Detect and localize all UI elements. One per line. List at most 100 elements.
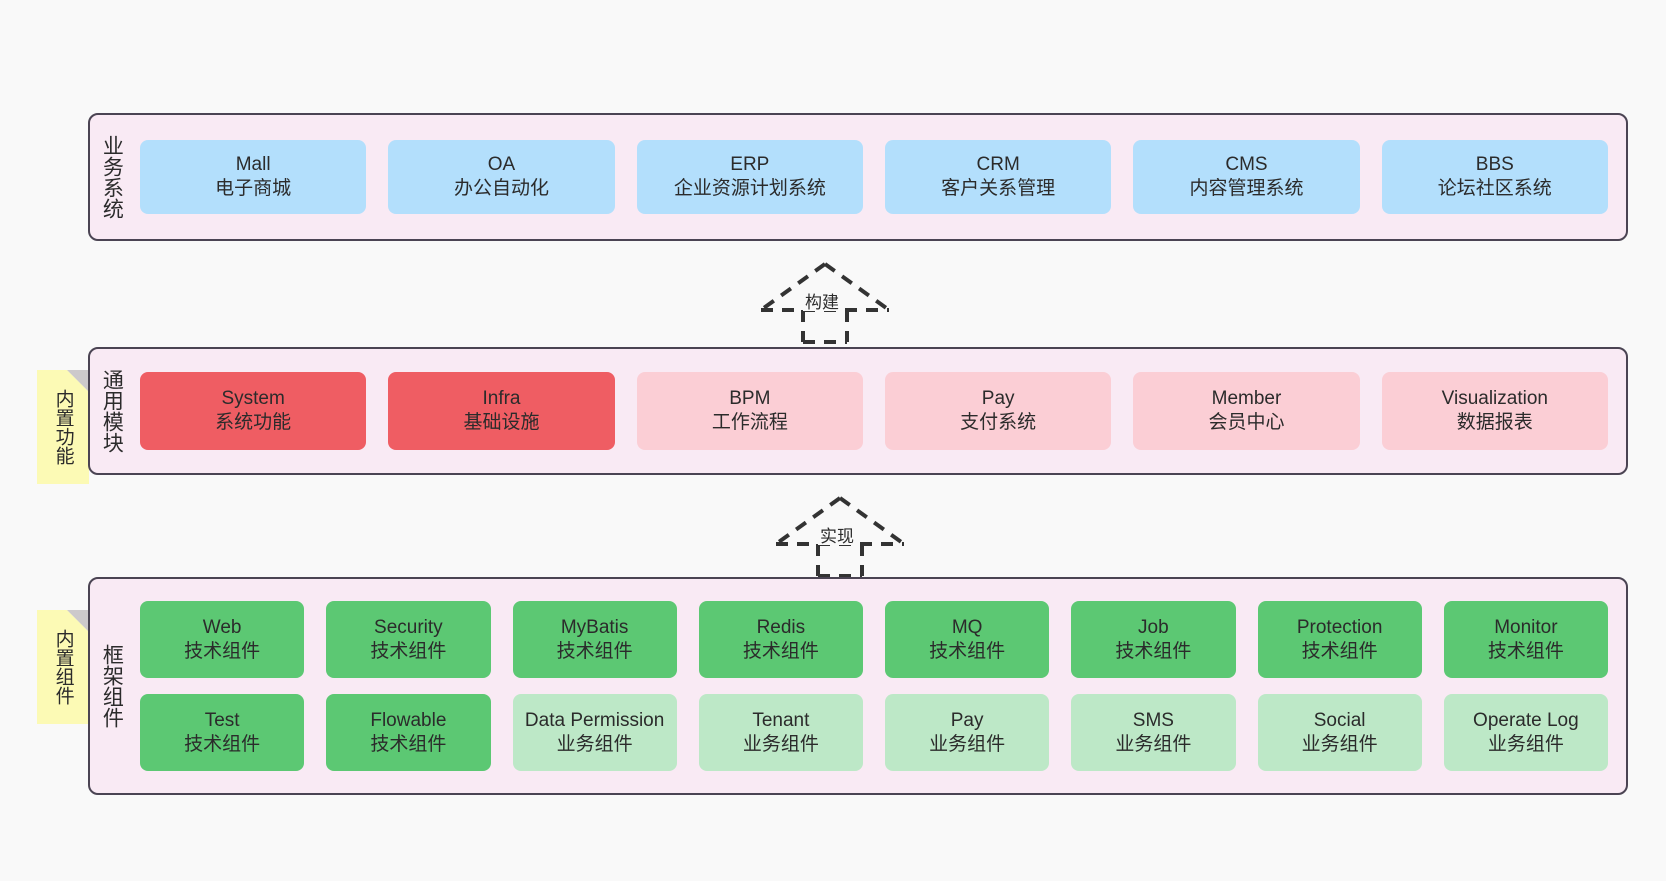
node-title: Web (202, 616, 242, 638)
node-subtitle: 论坛社区系统 (1437, 178, 1552, 199)
node-title: OA (487, 154, 516, 176)
node-subtitle: 工作流程 (711, 412, 788, 433)
node-mall[interactable]: Mall 电子商城 (140, 140, 367, 214)
node-subtitle: 技术组件 (1115, 640, 1192, 662)
node-subtitle: 基础设施 (463, 412, 540, 433)
node-data-permission[interactable]: Data Permission 业务组件 (512, 694, 677, 771)
node-job[interactable]: Job 技术组件 (1071, 601, 1236, 678)
node-title: Operate Log (1473, 709, 1579, 731)
node-crm[interactable]: CRM 客户关系管理 (884, 140, 1112, 214)
node-web[interactable]: Web 技术组件 (140, 601, 305, 678)
node-subtitle: 技术组件 (1487, 640, 1564, 662)
node-bpm[interactable]: BPM 工作流程 (636, 372, 863, 450)
row: System 系统功能 Infra 基础设施 BPM 工作流程 Pay 支付系统… (140, 372, 1608, 450)
sticky-note-builtin-features: 内置功能 (37, 370, 89, 484)
node-pay[interactable]: Pay 支付系统 (884, 372, 1112, 450)
connector-implement-label: 实现 (818, 527, 856, 546)
node-title: Flowable (370, 709, 447, 731)
node-title: Social (1313, 709, 1366, 731)
node-operate-log[interactable]: Operate Log 业务组件 (1443, 694, 1608, 771)
layer-title-common-modules: 通用模块 (100, 369, 124, 453)
node-subtitle: 系统功能 (215, 412, 292, 433)
node-subtitle: 内容管理系统 (1189, 178, 1304, 199)
node-title: SMS (1132, 709, 1174, 731)
node-subtitle: 技术组件 (742, 640, 819, 662)
node-protection[interactable]: Protection 技术组件 (1257, 601, 1422, 678)
node-pay-business[interactable]: Pay 业务组件 (885, 694, 1050, 771)
node-title: Pay (981, 388, 1015, 410)
row-tech-components: Web 技术组件 Security 技术组件 MyBatis 技术组件 Redi… (140, 601, 1608, 678)
node-title: Infra (482, 388, 521, 410)
connector-build: 构建 (755, 262, 905, 344)
node-subtitle: 企业资源计划系统 (673, 178, 826, 199)
row: Mall 电子商城 OA 办公自动化 ERP 企业资源计划系统 CRM 客户关系… (140, 140, 1608, 214)
node-title: BPM (729, 388, 771, 410)
node-title: Pay (950, 709, 984, 731)
connector-implement: 实现 (770, 496, 920, 578)
node-member[interactable]: Member 会员中心 (1133, 372, 1360, 450)
node-visualization[interactable]: Visualization 数据报表 (1381, 372, 1608, 450)
node-subtitle: 办公自动化 (453, 178, 549, 199)
node-title: Monitor (1494, 616, 1558, 638)
node-flowable[interactable]: Flowable 技术组件 (326, 694, 491, 771)
node-title: Visualization (1441, 388, 1548, 410)
node-title: ERP (730, 154, 770, 176)
node-subtitle: 会员中心 (1208, 412, 1285, 433)
node-mybatis[interactable]: MyBatis 技术组件 (512, 601, 677, 678)
node-subtitle: 业务组件 (1115, 733, 1192, 755)
node-title: Tenant (752, 709, 810, 731)
node-subtitle: 业务组件 (1301, 733, 1378, 755)
node-subtitle: 业务组件 (556, 733, 633, 755)
node-subtitle: 电子商城 (215, 178, 292, 199)
node-title: MyBatis (560, 616, 629, 638)
node-subtitle: 技术组件 (929, 640, 1006, 662)
sticky-note-label: 内置组件 (52, 629, 74, 705)
node-title: Test (204, 709, 240, 731)
node-title: BBS (1475, 154, 1514, 176)
node-subtitle: 支付系统 (960, 412, 1037, 433)
node-oa[interactable]: OA 办公自动化 (388, 140, 615, 214)
node-bbs[interactable]: BBS 论坛社区系统 (1381, 140, 1608, 214)
node-social[interactable]: Social 业务组件 (1257, 694, 1422, 771)
node-redis[interactable]: Redis 技术组件 (698, 601, 863, 678)
node-mq[interactable]: MQ 技术组件 (885, 601, 1050, 678)
node-security[interactable]: Security 技术组件 (326, 601, 491, 678)
node-tenant[interactable]: Tenant 业务组件 (698, 694, 863, 771)
node-erp[interactable]: ERP 企业资源计划系统 (636, 140, 863, 214)
node-subtitle: 业务组件 (1487, 733, 1564, 755)
layer-framework-components: 框架组件 Web 技术组件 Security 技术组件 MyBatis 技术组件… (88, 577, 1628, 795)
layer-body-common-modules: System 系统功能 Infra 基础设施 BPM 工作流程 Pay 支付系统… (132, 349, 1626, 473)
node-subtitle: 技术组件 (1301, 640, 1378, 662)
node-subtitle: 客户关系管理 (941, 178, 1056, 199)
sticky-note-builtin-components: 内置组件 (37, 610, 89, 724)
layer-common-modules: 通用模块 System 系统功能 Infra 基础设施 BPM 工作流程 Pay… (88, 347, 1628, 475)
node-subtitle: 技术组件 (556, 640, 633, 662)
node-title: Protection (1296, 616, 1383, 638)
layer-title-business-systems: 业务系统 (100, 135, 124, 219)
node-subtitle: 业务组件 (929, 733, 1006, 755)
node-subtitle: 技术组件 (184, 733, 261, 755)
node-monitor[interactable]: Monitor 技术组件 (1443, 601, 1608, 678)
node-subtitle: 技术组件 (370, 640, 447, 662)
note-fold-icon (67, 370, 89, 392)
node-cms[interactable]: CMS 内容管理系统 (1133, 140, 1360, 214)
node-subtitle: 技术组件 (370, 733, 447, 755)
sticky-note-label: 内置功能 (52, 389, 74, 465)
node-test[interactable]: Test 技术组件 (140, 694, 305, 771)
node-title: Data Permission (524, 709, 665, 731)
node-title: Redis (756, 616, 806, 638)
node-infra[interactable]: Infra 基础设施 (388, 372, 615, 450)
node-title: Mall (235, 154, 271, 176)
node-subtitle: 技术组件 (184, 640, 261, 662)
node-subtitle: 业务组件 (742, 733, 819, 755)
node-title: Job (1138, 616, 1169, 638)
node-system[interactable]: System 系统功能 (140, 372, 367, 450)
node-title: CMS (1225, 154, 1268, 176)
row-business-components: Test 技术组件 Flowable 技术组件 Data Permission … (140, 694, 1608, 771)
node-subtitle: 数据报表 (1456, 412, 1533, 433)
connector-build-label: 构建 (803, 293, 841, 312)
node-title: Security (374, 616, 443, 638)
layer-body-framework-components: Web 技术组件 Security 技术组件 MyBatis 技术组件 Redi… (132, 579, 1626, 793)
node-sms[interactable]: SMS 业务组件 (1071, 694, 1236, 771)
